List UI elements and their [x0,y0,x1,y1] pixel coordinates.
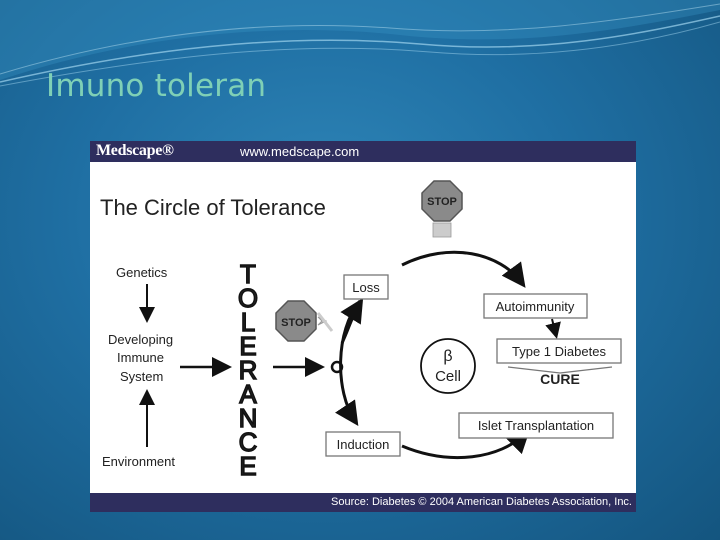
svg-text:Type 1 Diabetes: Type 1 Diabetes [512,344,606,359]
stop-sign-left-icon: STOP [275,300,334,342]
svg-text:Induction: Induction [337,437,390,452]
label-developing-2: Immune [117,350,164,365]
tolerance-vertical-word: T O L E R A N C E [237,258,259,481]
box-autoimmunity: Autoimmunity [483,293,588,319]
figure-header-bar: Medscape® www.medscape.com [90,141,636,162]
box-islet-transplantation: Islet Transplantation [458,412,614,439]
tolerance-letter: E [239,451,256,481]
beta-cell-circle [420,338,476,394]
label-genetics: Genetics [116,265,168,280]
svg-text:CURE: CURE [540,371,580,387]
tolerance-letter: T [240,259,256,289]
arc-top [401,250,526,288]
medscape-logo: Medscape® [96,142,174,159]
arc-bottom [401,428,531,460]
tolerance-letter: R [239,355,258,385]
figure-url: www.medscape.com [240,144,360,159]
box-induction: Induction [325,431,401,457]
tolerance-letter: E [239,331,256,361]
svg-text:Islet Transplantation: Islet Transplantation [478,418,594,433]
svg-text:Autoimmunity: Autoimmunity [496,299,575,314]
circle-of-tolerance-figure: Medscape® www.medscape.com The Circle of… [90,141,636,512]
tolerance-diagram: The Circle of Tolerance Genetics Develop… [100,180,622,482]
cure-bracket: CURE [507,366,613,387]
beta-symbol: β [443,348,452,365]
stop-sign-top-icon: STOP [421,180,463,238]
tolerance-letter: L [241,307,255,337]
svg-text:STOP: STOP [427,196,457,208]
tolerance-letter: N [239,403,258,433]
box-type1-diabetes: Type 1 Diabetes [496,338,622,364]
figure-source: Source: Diabetes © 2004 American Diabete… [331,496,632,508]
svg-text:STOP: STOP [281,317,311,329]
slide-title: Imuno toleran [46,68,267,104]
beta-cell-label: Cell [435,368,461,385]
decorative-wave [0,0,720,87]
arc-left-down [335,300,362,426]
label-developing-3: System [120,369,163,384]
tolerance-letter: O [238,283,258,313]
diagram-title: The Circle of Tolerance [100,195,326,220]
label-environment: Environment [102,454,175,469]
tolerance-letter: C [239,427,258,457]
label-developing-1: Developing [108,332,173,347]
svg-text:Loss: Loss [352,280,380,295]
figure-footer-bar: Source: Diabetes © 2004 American Diabete… [90,493,636,512]
tolerance-letter: A [239,379,257,409]
box-loss: Loss [343,274,389,300]
arrow-auto-to-type1 [545,318,561,339]
arc-left-up [340,297,364,344]
